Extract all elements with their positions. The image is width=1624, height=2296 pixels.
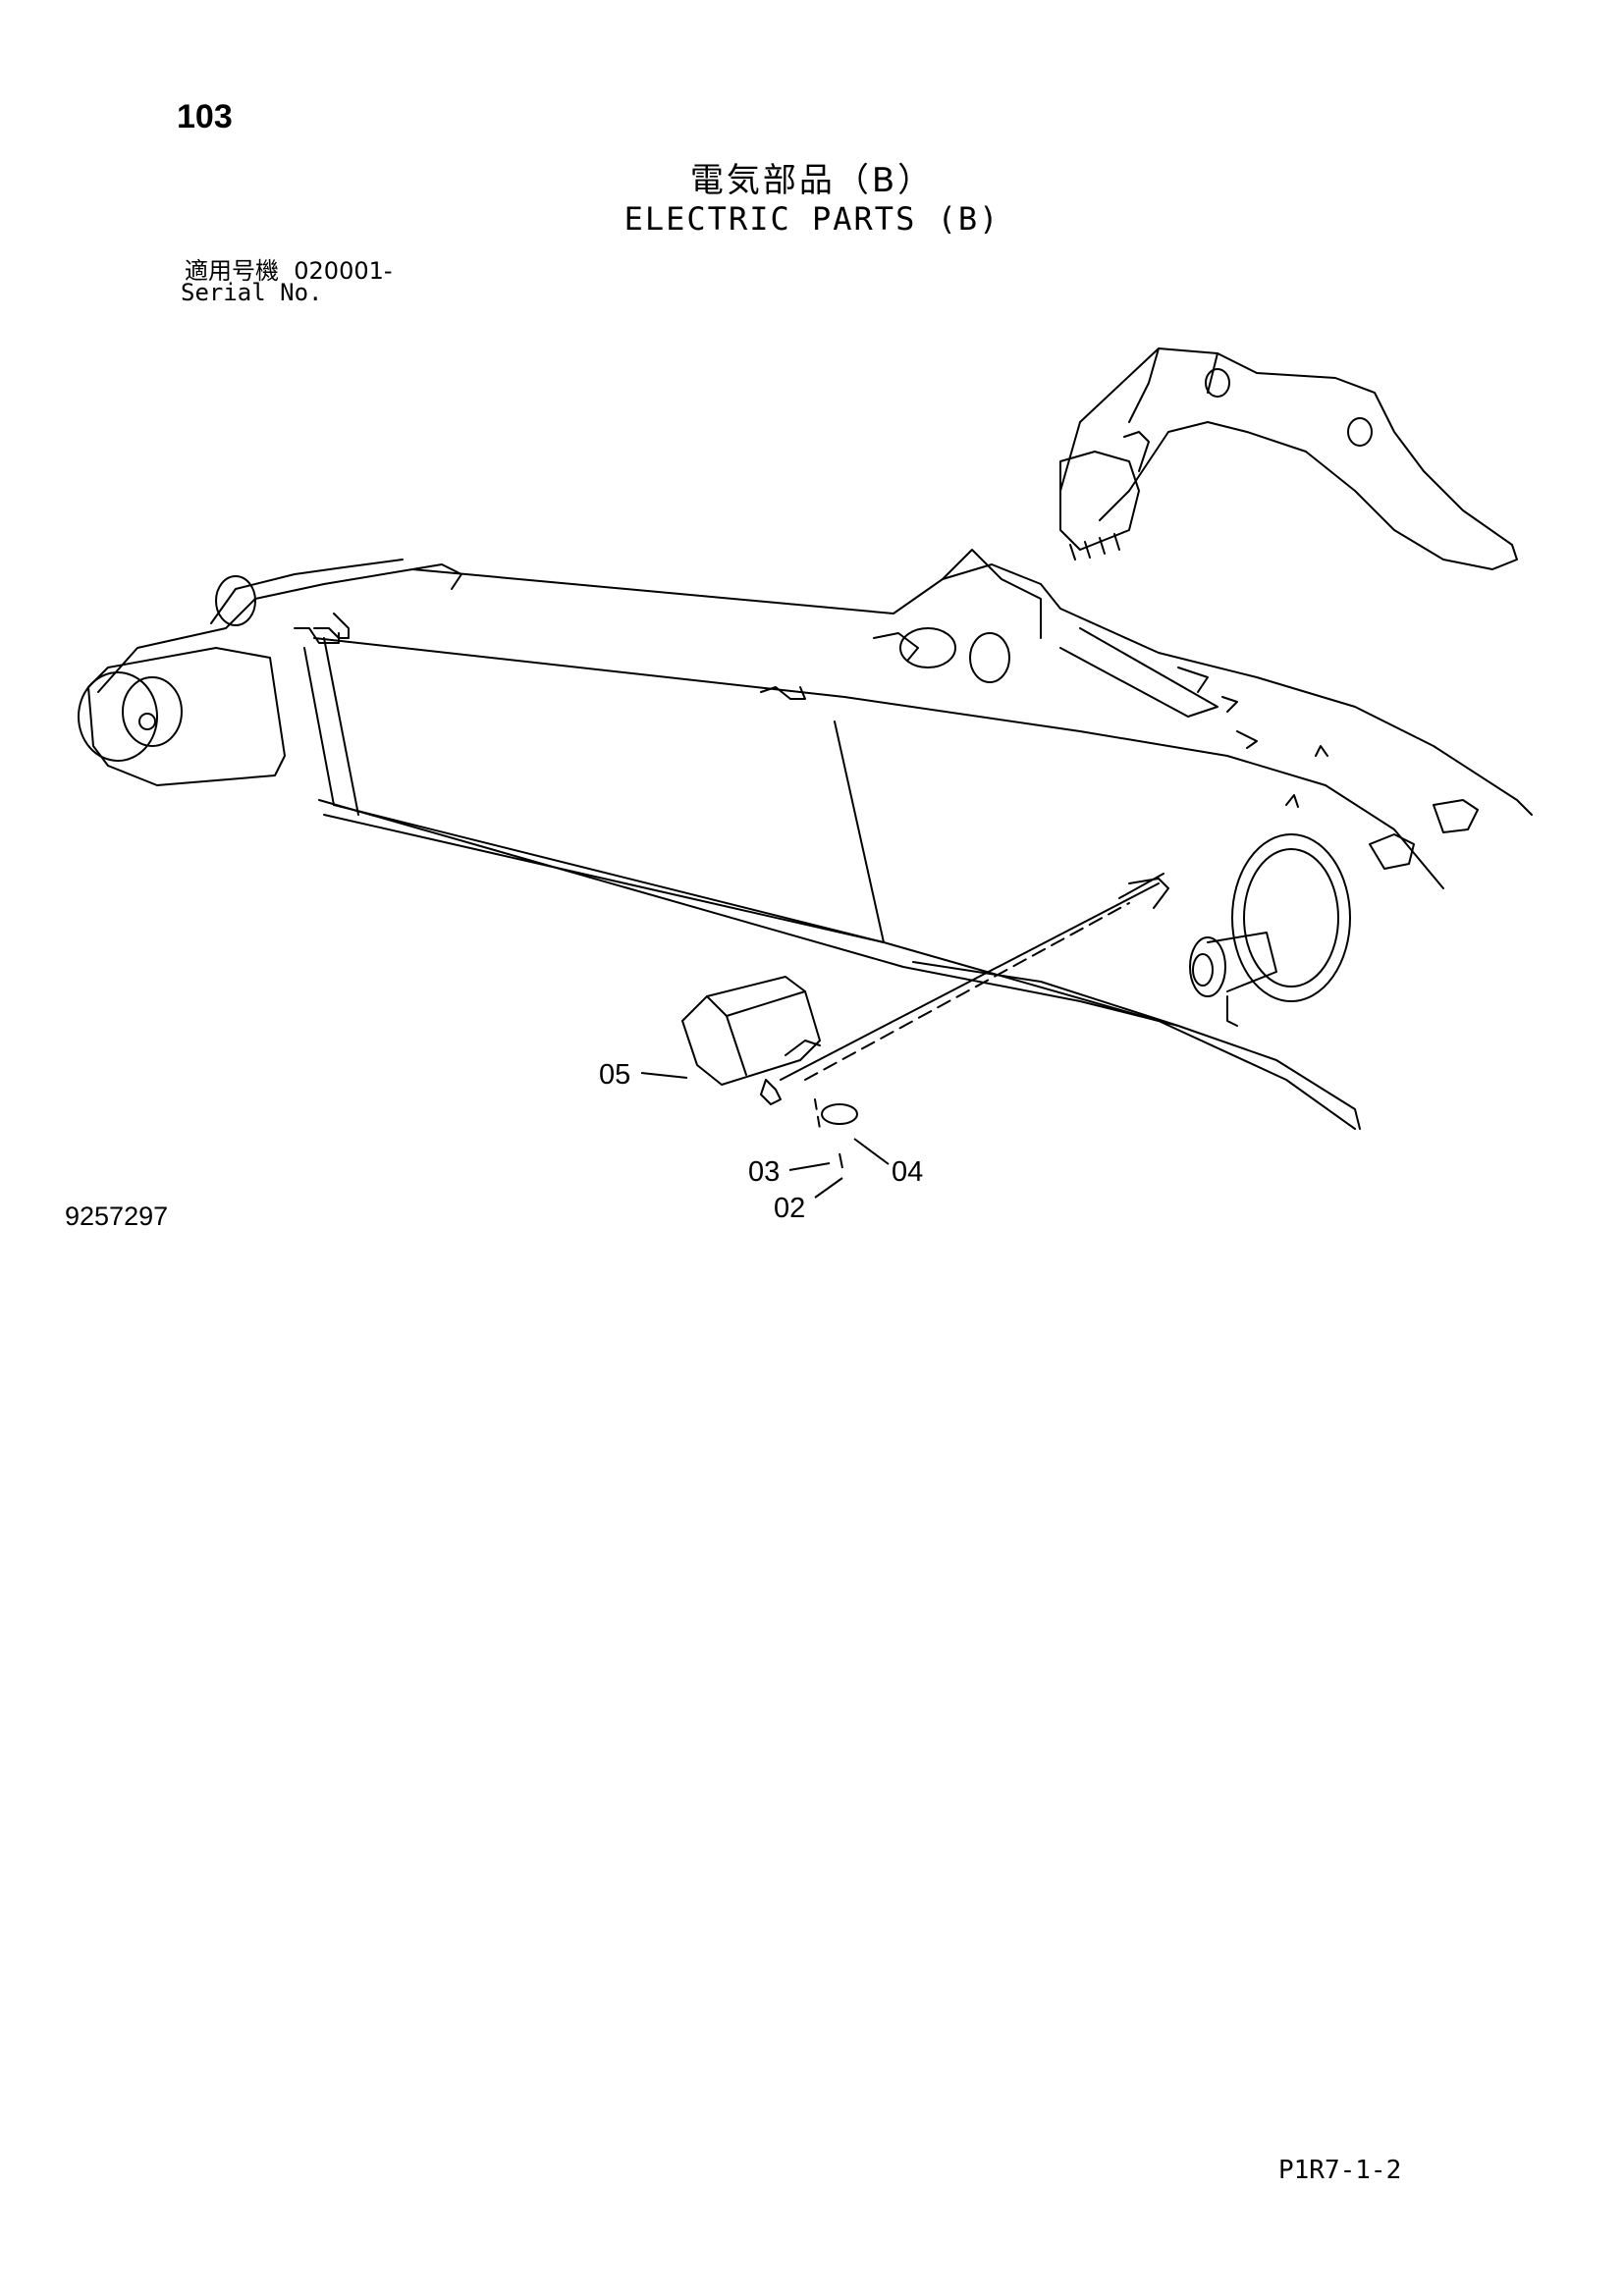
callout-labels: 05 03 04 02: [599, 1059, 923, 1224]
leader-lines: [640, 1072, 890, 1199]
bolt-02: [839, 1152, 843, 1169]
boom-outline: [97, 563, 1533, 816]
drawing-number: 9257297: [65, 1201, 169, 1231]
callout-03: 03: [748, 1156, 780, 1188]
leader-04: [853, 1138, 890, 1165]
callout-04: 04: [892, 1156, 923, 1188]
boom-side-lower: [323, 814, 1356, 1130]
left-pin-boss: [78, 671, 158, 762]
inset-boom: [1059, 347, 1518, 570]
harness-cable-dashed: [804, 902, 1130, 1081]
segment-line-mid: [834, 721, 885, 943]
title-japanese: 電気部品（B）: [689, 161, 935, 200]
foot-pin-flange: [1231, 833, 1351, 1002]
boom-bottom-curve: [912, 961, 1361, 1130]
page-number: 103: [177, 98, 233, 135]
callout-02: 02: [774, 1193, 805, 1224]
boom-drawing: [78, 347, 1533, 1130]
segment-line-left-2: [323, 637, 359, 816]
work-light-box: [681, 976, 821, 1086]
callout-05: 05: [599, 1059, 630, 1091]
harness-cable: [780, 882, 1160, 1081]
boom-top-edge: [313, 637, 1444, 889]
boom-side-bottom: [318, 799, 1179, 1027]
segment-line-left: [303, 647, 335, 806]
serial-value: 020001-: [294, 257, 393, 285]
leader-02: [814, 1177, 843, 1199]
title-english: ELECTRIC PARTS (B): [623, 200, 1001, 238]
leader-05: [640, 1072, 688, 1079]
serial-label-japanese: 適用号機 020001-: [185, 251, 393, 286]
serial-label-ja-text: 適用号機: [185, 257, 279, 285]
inset-bucket: [1059, 451, 1140, 551]
serial-label-english: Serial No.: [181, 279, 323, 306]
washer-04: [821, 1103, 858, 1125]
leader-03: [788, 1162, 831, 1171]
page-code: P1R7-1-2: [1278, 2156, 1402, 2185]
upper-pivot-boss: [969, 632, 1010, 683]
